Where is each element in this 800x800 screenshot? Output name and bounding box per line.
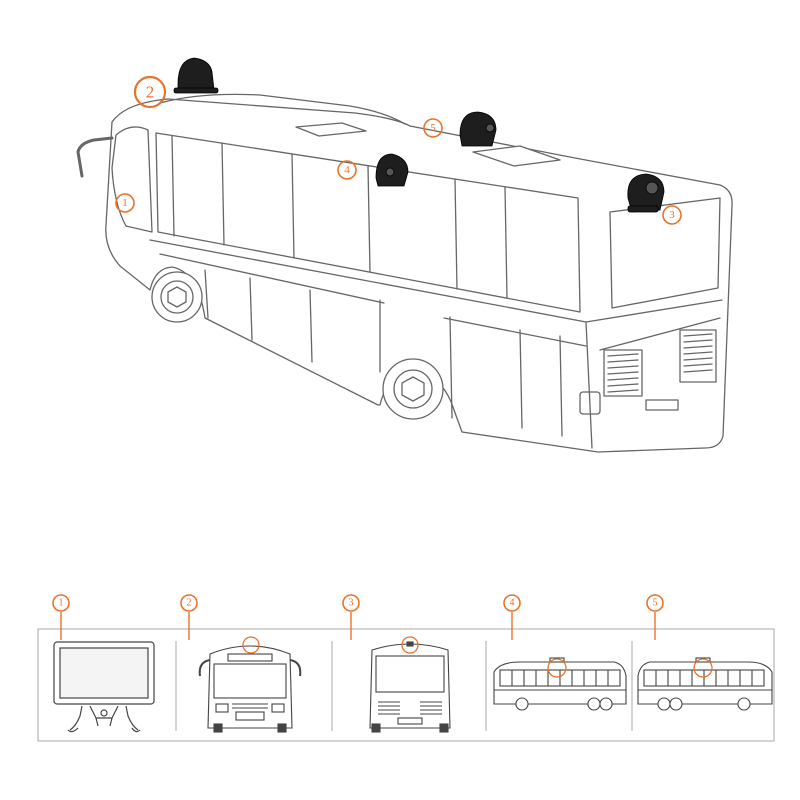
panel-badge-4: 4 bbox=[503, 594, 521, 612]
rear-bumper bbox=[579, 391, 601, 415]
svg-text:5: 5 bbox=[653, 598, 658, 609]
panel-badge-1: 1 bbox=[52, 594, 70, 612]
windshield bbox=[111, 126, 153, 233]
panel-2-camera-marker bbox=[242, 636, 260, 654]
monitor-icon bbox=[53, 641, 155, 733]
rear-camera-icon bbox=[627, 173, 665, 213]
bus-rear-view-icon bbox=[369, 641, 451, 733]
svg-text:2: 2 bbox=[146, 83, 155, 102]
rear-grille-left bbox=[603, 349, 643, 397]
roof-hatch-front bbox=[295, 122, 367, 137]
main-bus-illustration bbox=[76, 93, 733, 453]
svg-text:1: 1 bbox=[59, 598, 64, 609]
installation-panel-strip: 1 2 3 4 5 bbox=[37, 594, 775, 742]
panel-leader-lines bbox=[60, 612, 656, 640]
rear-wheel bbox=[382, 358, 444, 420]
callout-5: 5 bbox=[423, 118, 443, 138]
roof-camera-front-icon bbox=[173, 57, 219, 94]
svg-text:2: 2 bbox=[187, 598, 192, 609]
panel-4-camera-marker bbox=[547, 658, 567, 678]
callout-1: 1 bbox=[115, 193, 135, 213]
roof-hump bbox=[159, 93, 406, 125]
roof-camera-mid-icon bbox=[375, 153, 409, 187]
camera-units bbox=[173, 57, 665, 213]
window-pillars bbox=[171, 135, 508, 299]
side-mirror bbox=[76, 136, 114, 178]
svg-text:4: 4 bbox=[344, 164, 350, 176]
svg-text:1: 1 bbox=[122, 197, 128, 209]
panel-dividers bbox=[175, 641, 633, 731]
roof-hatch-rear bbox=[472, 145, 561, 167]
svg-text:4: 4 bbox=[510, 598, 515, 609]
panel-3-camera-marker bbox=[401, 636, 419, 654]
bus-front-view-icon bbox=[198, 645, 302, 733]
rear-window bbox=[609, 197, 721, 309]
svg-text:3: 3 bbox=[669, 209, 675, 221]
panel-badge-3: 3 bbox=[342, 594, 360, 612]
panel-5-camera-marker bbox=[693, 658, 713, 678]
bus-body-outline bbox=[105, 98, 733, 453]
bus-left-side-view-icon bbox=[493, 657, 627, 711]
callout-4: 4 bbox=[337, 160, 357, 180]
license-plate bbox=[645, 399, 679, 411]
panel-badge-2: 2 bbox=[180, 594, 198, 612]
callout-2: 2 bbox=[133, 75, 167, 109]
panel-badge-5: 5 bbox=[646, 594, 664, 612]
svg-text:5: 5 bbox=[430, 122, 436, 134]
body-lines bbox=[149, 239, 723, 449]
side-window-band bbox=[155, 132, 581, 313]
roof-camera-side-icon bbox=[459, 111, 497, 147]
rear-grille-right bbox=[679, 329, 717, 383]
bus-right-side-view-icon bbox=[637, 657, 773, 711]
callout-3: 3 bbox=[662, 205, 682, 225]
front-wheel bbox=[151, 271, 203, 323]
luggage-doors bbox=[204, 269, 563, 437]
svg-text:3: 3 bbox=[349, 598, 354, 609]
